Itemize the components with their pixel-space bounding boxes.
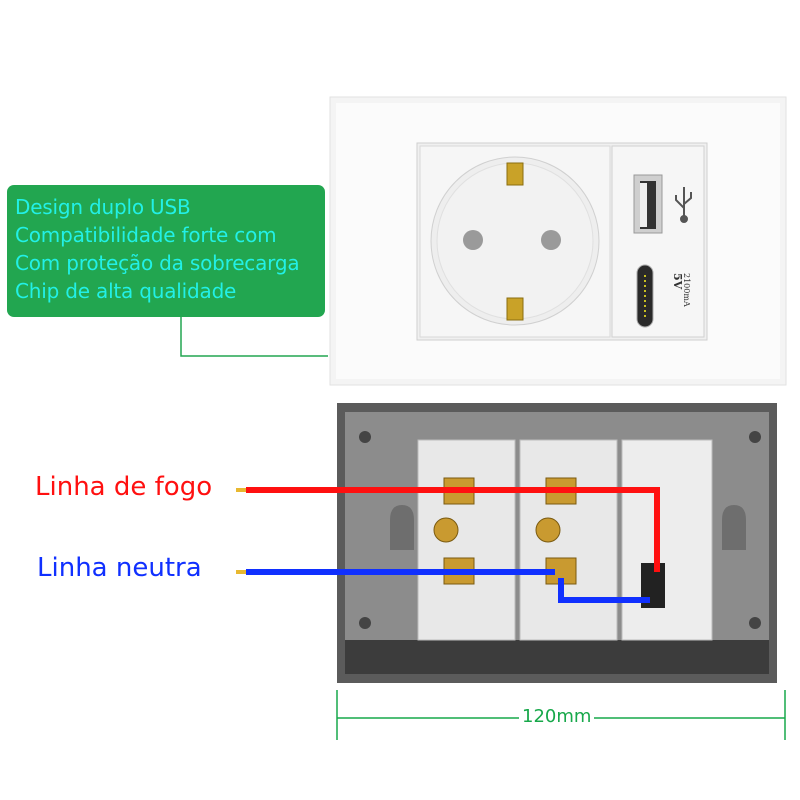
- callout-leader: [180, 317, 328, 357]
- usb-voltage: 5V: [671, 273, 684, 290]
- usb-current: 2100mA: [682, 273, 691, 307]
- feature-line: Design duplo USB: [15, 195, 191, 219]
- width-dimension-label: 120mm: [519, 706, 595, 727]
- usb-icon: [675, 187, 692, 223]
- neutral-wire: [246, 569, 650, 603]
- features-callout: Design duplo USB Compatibilidade forte c…: [7, 185, 325, 317]
- usb-module: 5V 2100mA: [611, 145, 705, 338]
- back-plate: [337, 403, 777, 683]
- feature-line: Com proteção da sobrecarga: [15, 251, 300, 275]
- feature-line: Compatibilidade forte com: [15, 223, 277, 247]
- live-wire-label: Linha de fogo: [35, 472, 213, 502]
- live-wire: [246, 487, 660, 572]
- front-plate: [329, 96, 787, 386]
- feature-line: Chip de alta qualidade: [15, 279, 237, 303]
- neutral-wire-label: Linha neutra: [37, 553, 202, 583]
